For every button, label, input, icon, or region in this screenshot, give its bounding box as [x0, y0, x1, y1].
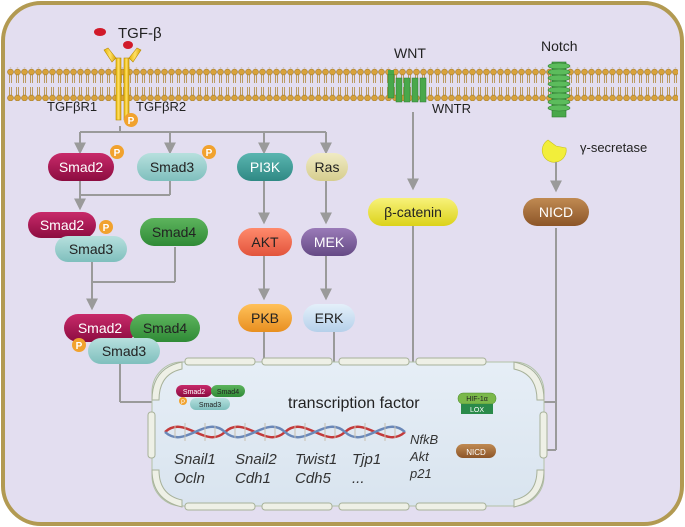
svg-text:Smad4: Smad4 [143, 320, 188, 336]
svg-text:Twist1: Twist1 [295, 451, 337, 468]
nicd-node: NICD [523, 198, 589, 226]
svg-text:Smad2: Smad2 [40, 217, 85, 233]
svg-text:PKB: PKB [251, 310, 279, 326]
tgfbr1-label: TGFβR1 [47, 99, 97, 114]
svg-text:Cdh5: Cdh5 [295, 470, 332, 487]
gene-list: Snail1 Snail2 Twist1 Tjp1 Ocln Cdh1 Cdh5… [174, 432, 439, 487]
phospho-icon [202, 145, 216, 159]
svg-text:Smad2: Smad2 [183, 389, 205, 396]
transcription-factor-label: transcription factor [288, 395, 420, 412]
hif-lox-node: HIF-1α LOX [457, 392, 497, 414]
svg-text:PI3K: PI3K [250, 159, 281, 175]
pkb-node: PKB [238, 304, 292, 332]
tgf-beta-ligand: TGF-β [94, 25, 162, 49]
gamma-secretase-label: γ-secretase [580, 140, 647, 155]
svg-text:AKT: AKT [251, 234, 279, 250]
smad2-smad3-complex: Smad2 P Smad3 [28, 212, 127, 262]
svg-text:Ras: Ras [315, 159, 340, 175]
svg-text:Snail1: Snail1 [174, 451, 216, 468]
mek-node: MEK [301, 228, 357, 256]
smad-trimer-complex: Smad2 Smad4 Smad3 P [64, 314, 200, 364]
svg-text:Smad3: Smad3 [102, 343, 147, 359]
svg-text:Snail2: Snail2 [235, 451, 277, 468]
wntr-label: WNTR [432, 101, 471, 116]
phospho-icon [110, 145, 124, 159]
akt-node: AKT [238, 228, 292, 256]
svg-text:Tjp1: Tjp1 [352, 451, 381, 468]
beta-catenin-node: β-catenin [368, 198, 458, 226]
wnt-receptor: WNT WNTR [387, 45, 471, 116]
svg-text:P: P [103, 223, 110, 234]
svg-text:NICD: NICD [539, 204, 573, 220]
svg-text:p21: p21 [409, 466, 432, 481]
svg-text:β-catenin: β-catenin [384, 204, 442, 220]
svg-text:ERK: ERK [315, 310, 344, 326]
svg-text:Ocln: Ocln [174, 470, 205, 487]
svg-text:P: P [114, 148, 121, 159]
svg-text:...: ... [352, 470, 365, 487]
svg-text:MEK: MEK [314, 234, 345, 250]
svg-text:Smad3: Smad3 [150, 159, 195, 175]
svg-text:P: P [181, 400, 185, 406]
svg-text:P: P [76, 341, 83, 352]
smad3-node: Smad3 P [137, 145, 216, 181]
nuclear-nicd-node: NICD [456, 444, 496, 458]
notch-receptor: Notch [541, 38, 578, 118]
svg-text:Smad2: Smad2 [59, 159, 104, 175]
svg-text:Akt: Akt [409, 449, 430, 464]
ras-node: Ras [306, 153, 348, 181]
svg-text:P: P [128, 116, 135, 127]
tgf-beta-label: TGF-β [118, 25, 162, 42]
receptor-phospho-icon [124, 113, 138, 127]
pi3k-node: PI3K [237, 153, 293, 181]
svg-text:Smad3: Smad3 [199, 402, 221, 409]
svg-text:NfkB: NfkB [410, 432, 439, 447]
gamma-secretase: γ-secretase [541, 139, 647, 163]
smad2-node: Smad2 P [48, 145, 124, 181]
tgfbr2-label: TGFβR2 [136, 99, 186, 114]
svg-text:Smad2: Smad2 [78, 320, 123, 336]
svg-text:Cdh1: Cdh1 [235, 470, 271, 487]
svg-text:LOX: LOX [470, 407, 484, 414]
nuclear-smad-complex: Smad2 Smad4 Smad3 P [176, 385, 245, 410]
cell-membrane [7, 67, 678, 101]
wnt-label: WNT [394, 45, 426, 61]
svg-text:Smad4: Smad4 [217, 389, 239, 396]
svg-text:HIF-1α: HIF-1α [466, 396, 488, 403]
dna-helix [164, 423, 406, 441]
tgf-receptor: TGFβR1 TGFβR2 P [47, 47, 186, 127]
svg-text:Smad4: Smad4 [152, 224, 197, 240]
svg-text:P: P [206, 148, 213, 159]
notch-label: Notch [541, 38, 578, 54]
svg-text:Smad3: Smad3 [69, 241, 114, 257]
svg-text:NICD: NICD [466, 448, 486, 457]
smad4-node: Smad4 [140, 218, 208, 246]
erk-node: ERK [303, 304, 355, 332]
